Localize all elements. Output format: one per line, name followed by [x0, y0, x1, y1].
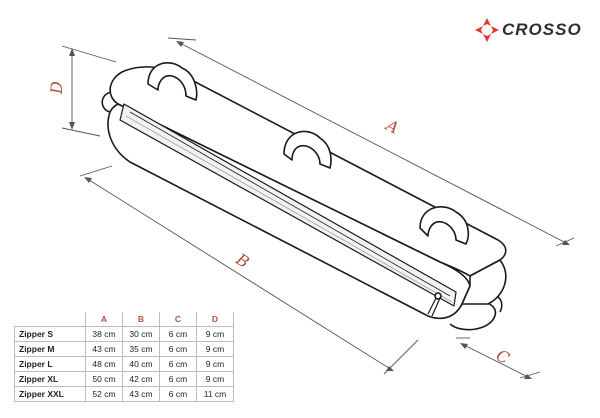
cell-d: 9 cm: [196, 356, 234, 372]
velcro-strap-2: [283, 130, 332, 169]
cell-a: 43 cm: [85, 341, 123, 357]
cell-d: 9 cm: [196, 326, 234, 342]
size-table: A B C D Zipper S 38 cm 30 cm 6 cm 9 cm Z…: [14, 312, 234, 402]
cell-a: 52 cm: [85, 386, 123, 402]
cell-c: 6 cm: [159, 371, 197, 387]
col-header-b: B: [122, 312, 160, 327]
dimension-d: [61, 45, 117, 137]
size-table-header: A B C D: [15, 312, 234, 327]
row-name: Zipper XL: [14, 371, 86, 387]
col-header-d: D: [196, 312, 234, 327]
cell-a: 48 cm: [85, 356, 123, 372]
cell-d: 9 cm: [196, 341, 234, 357]
row-name: Zipper S: [14, 326, 86, 342]
row-name: Zipper L: [14, 356, 86, 372]
cell-a: 50 cm: [85, 371, 123, 387]
table-row: Zipper S 38 cm 30 cm 6 cm 9 cm: [14, 326, 234, 342]
cell-d: 9 cm: [196, 371, 234, 387]
dimension-a-label: A: [381, 115, 402, 138]
dimension-b: [79, 165, 419, 375]
size-table-corner: [15, 312, 86, 327]
table-row: Zipper XXL 52 cm 43 cm 6 cm 11 cm: [14, 386, 234, 402]
row-name: Zipper M: [14, 341, 86, 357]
dimension-d-label: D: [47, 81, 66, 95]
cell-c: 6 cm: [159, 341, 197, 357]
brand-name: CROSSO: [502, 20, 582, 39]
cell-c: 6 cm: [159, 356, 197, 372]
velcro-strap-3: [419, 206, 470, 245]
zipper-pull-icon: [427, 292, 442, 317]
col-header-c: C: [159, 312, 197, 327]
cell-b: 42 cm: [122, 371, 160, 387]
cell-c: 6 cm: [159, 386, 197, 402]
cell-c: 6 cm: [159, 326, 197, 342]
cell-b: 40 cm: [122, 356, 160, 372]
cell-b: 30 cm: [122, 326, 160, 342]
dimension-b-label: B: [232, 249, 253, 272]
dimension-a: [167, 37, 575, 247]
cell-a: 38 cm: [85, 326, 123, 342]
frame-bag: [101, 62, 507, 331]
dimension-c-label: C: [493, 345, 513, 368]
col-header-a: A: [85, 312, 123, 327]
dimension-c: [456, 337, 541, 379]
velcro-strap-1: [147, 62, 198, 101]
table-row: Zipper L 48 cm 40 cm 6 cm 9 cm: [14, 356, 234, 372]
cell-b: 43 cm: [122, 386, 160, 402]
crosso-logo-icon: [475, 18, 499, 42]
cell-d: 11 cm: [196, 386, 234, 402]
table-row: Zipper M 43 cm 35 cm 6 cm 9 cm: [14, 341, 234, 357]
cell-b: 35 cm: [122, 341, 160, 357]
table-row: Zipper XL 50 cm 42 cm 6 cm 9 cm: [14, 371, 234, 387]
row-name: Zipper XXL: [14, 386, 86, 402]
